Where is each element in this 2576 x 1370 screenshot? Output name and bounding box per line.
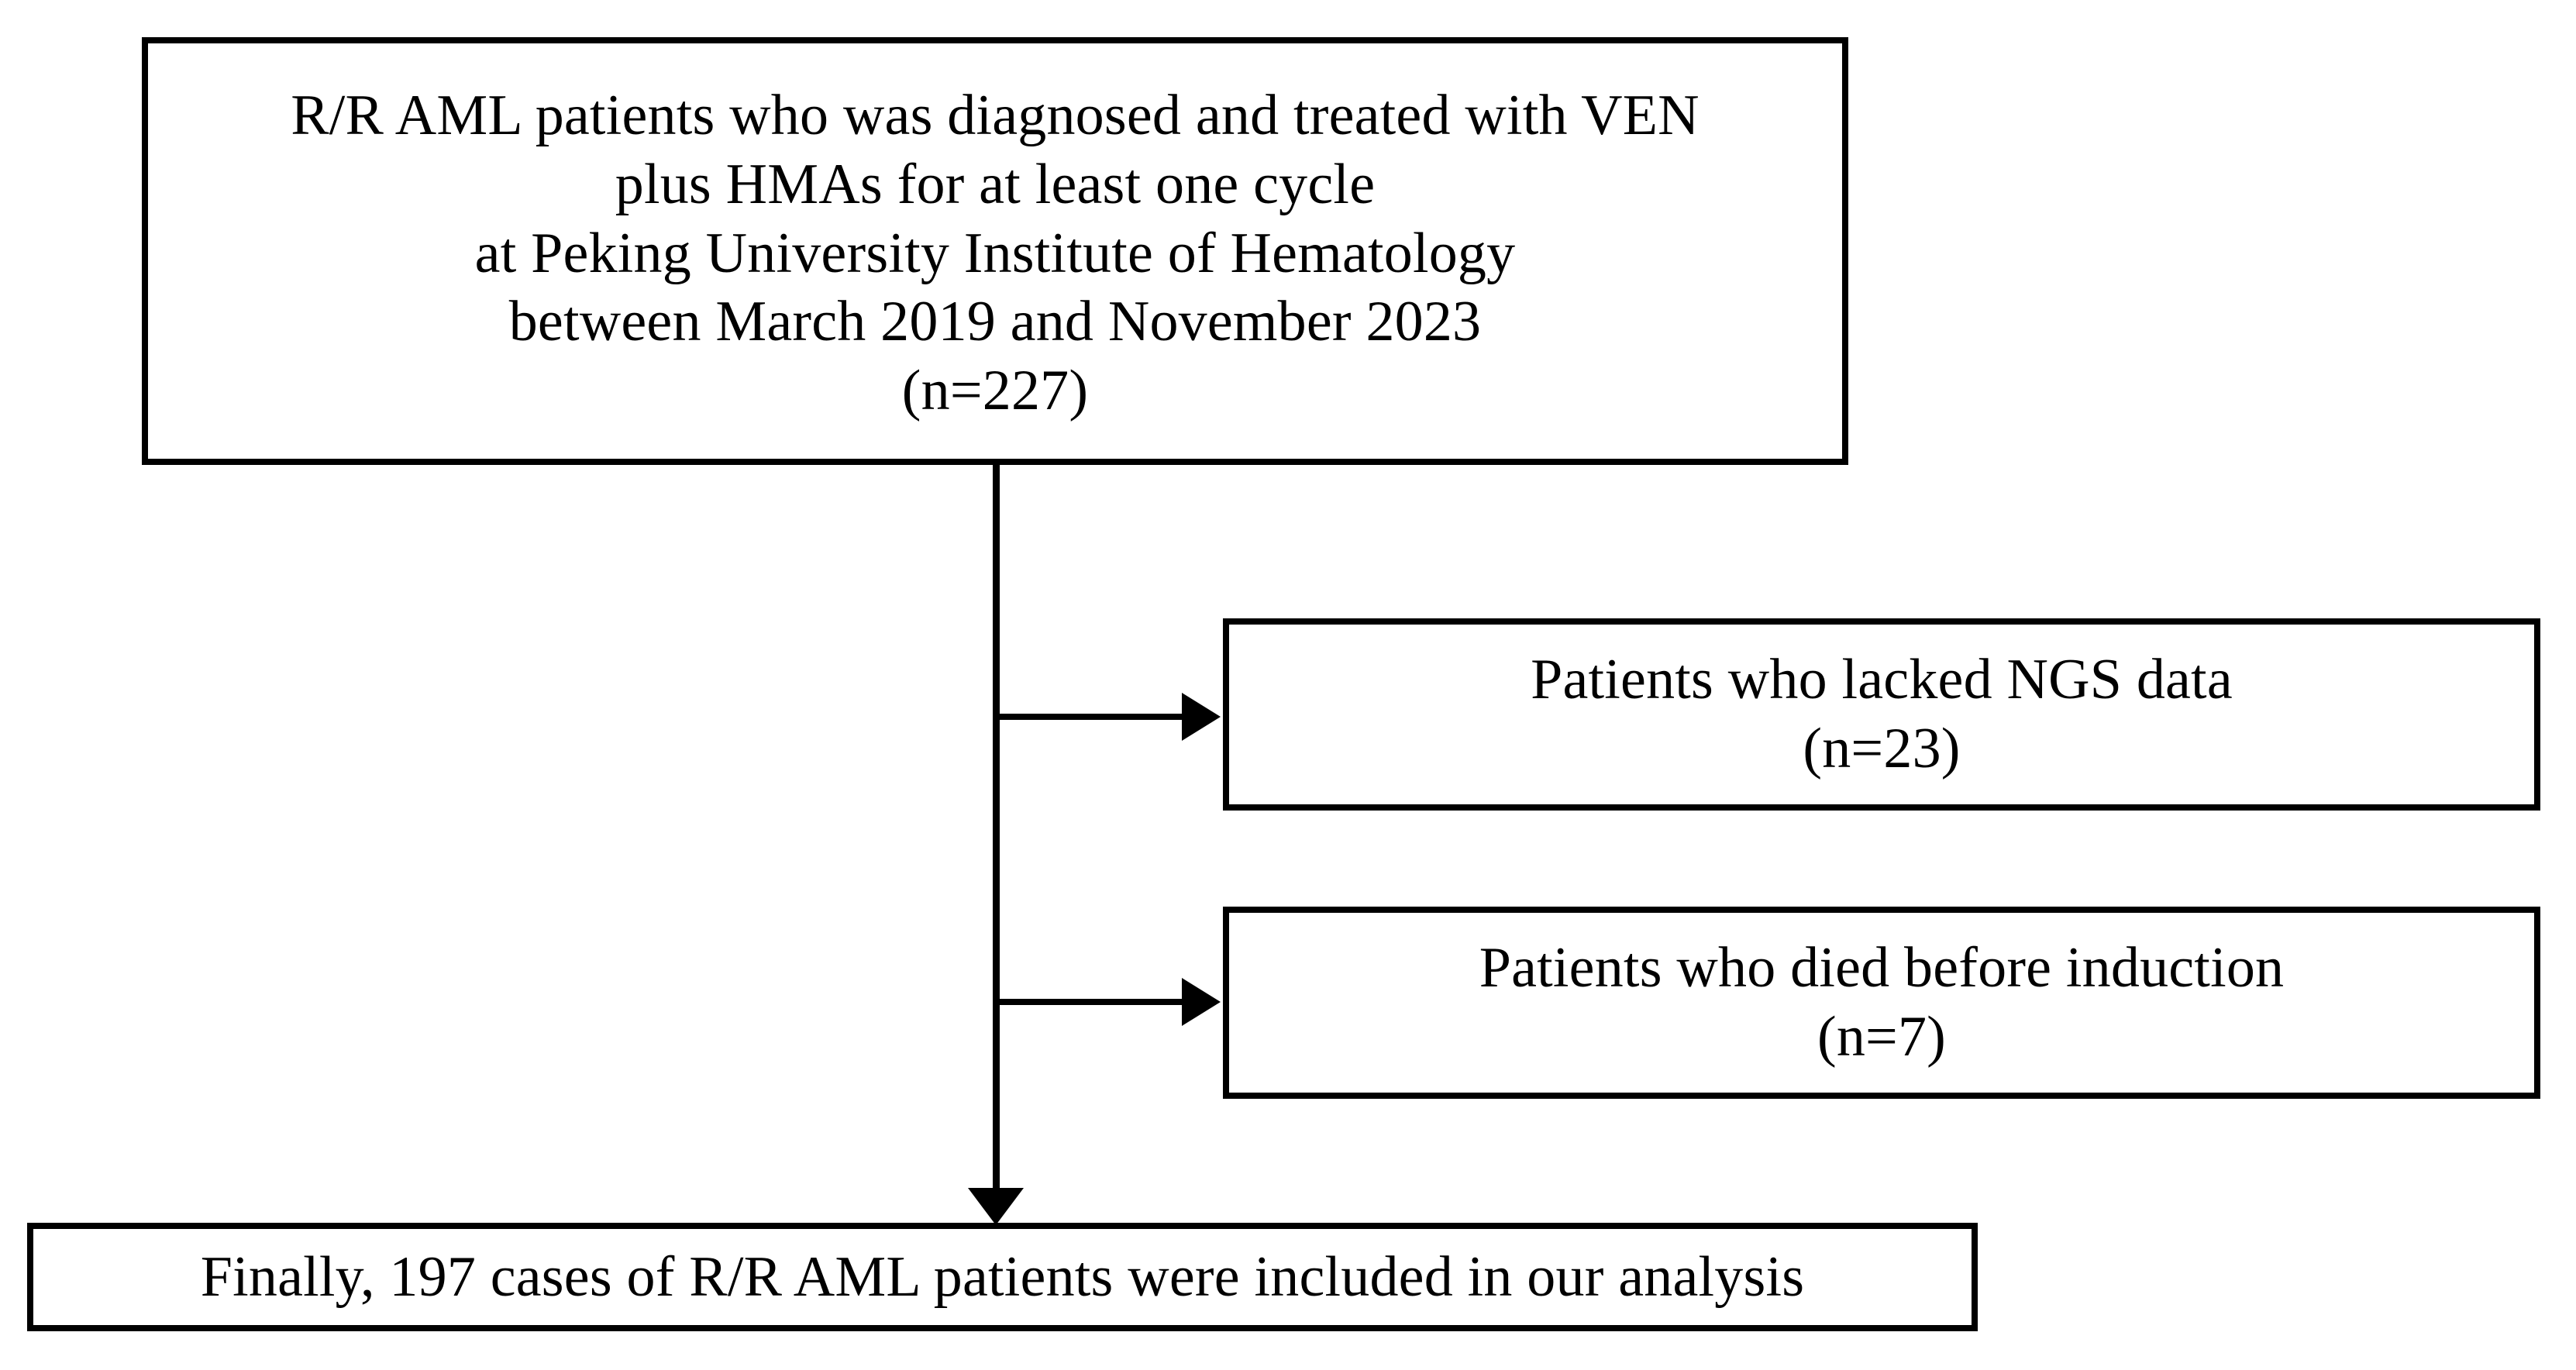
enrollment-line-4: between March 2019 and November 2023 bbox=[508, 290, 1482, 354]
enrollment-line-2: plus HMAs for at least one cycle bbox=[615, 152, 1376, 216]
excluded-died-count: (n=7) bbox=[1817, 1005, 1947, 1069]
excluded-died-before-induction-box: Patients who died before induction (n=7) bbox=[1223, 907, 2540, 1099]
excluded-no-ngs-box: Patients who lacked NGS data (n=23) bbox=[1223, 618, 2540, 811]
branch-arrowhead-icon-died bbox=[1182, 978, 1221, 1026]
excluded-no-ngs-count: (n=23) bbox=[1803, 717, 1961, 780]
main-vertical-connector-line bbox=[993, 462, 1000, 1200]
branch-connector-line-died bbox=[996, 999, 1193, 1005]
enrollment-line-1: R/R AML patients who was diagnosed and t… bbox=[291, 84, 1700, 147]
main-vertical-connector-arrowhead-icon bbox=[968, 1188, 1024, 1225]
enrollment-count: (n=227) bbox=[901, 359, 1089, 423]
final-cohort-box: Finally, 197 cases of R/R AML patients w… bbox=[27, 1223, 1978, 1331]
branch-arrowhead-icon-no-ngs bbox=[1182, 693, 1221, 741]
branch-connector-line-no-ngs bbox=[996, 714, 1193, 720]
enrollment-line-3: at Peking University Institute of Hemato… bbox=[474, 221, 1516, 285]
excluded-died-label: Patients who died before induction bbox=[1479, 936, 2285, 1000]
final-cohort-label: Finally, 197 cases of R/R AML patients w… bbox=[200, 1244, 1805, 1309]
excluded-no-ngs-label: Patients who lacked NGS data bbox=[1531, 648, 2233, 712]
enrollment-box: R/R AML patients who was diagnosed and t… bbox=[142, 37, 1848, 465]
